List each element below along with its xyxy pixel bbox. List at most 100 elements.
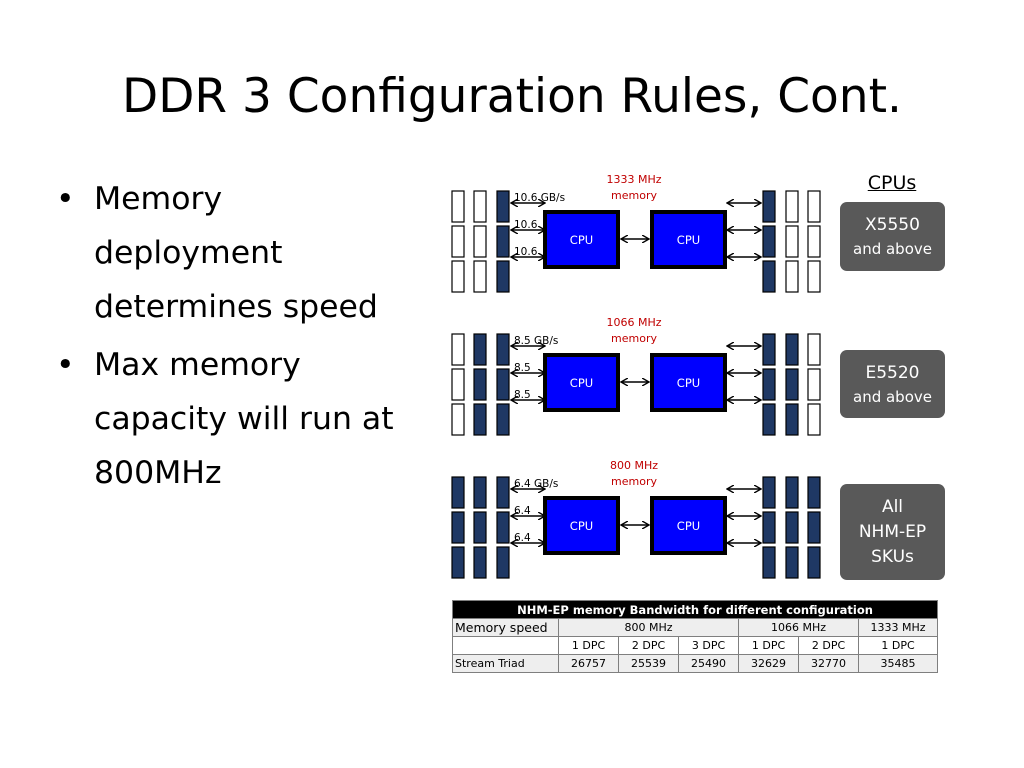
- table-row: Stream Triad 26757 25539 25490 32629 327…: [452, 654, 939, 673]
- dimm-slot: [496, 511, 510, 544]
- dimm-slot: [762, 225, 776, 258]
- dimm-slot: [807, 225, 821, 258]
- dimm-slot: [807, 190, 821, 223]
- cpu-badge-all: All NHM-EP SKUs: [840, 484, 945, 580]
- dimm-slot: [762, 511, 776, 544]
- bandwidth-label: 8.5: [514, 362, 531, 374]
- dimm-slot: [807, 476, 821, 509]
- bullet-list: • Memory deployment determines speed • M…: [52, 172, 412, 504]
- bandwidth-label: 6.4 GB/s: [514, 478, 558, 490]
- dimm-slot: [762, 368, 776, 401]
- cpu-box: [650, 210, 727, 269]
- cpu-label: CPU: [677, 233, 700, 247]
- dimm-slot: [762, 476, 776, 509]
- table-cell: 32629: [738, 654, 799, 673]
- memory-speed-label: 800 MHz: [610, 459, 658, 472]
- dimm-slot: [451, 260, 465, 293]
- bandwidth-label: 6.4: [514, 505, 531, 517]
- table-row-label: Memory speed: [452, 618, 559, 637]
- bandwidth-label: 10.6: [514, 219, 538, 231]
- table-cell: 32770: [798, 654, 859, 673]
- cpu-box: [650, 496, 727, 555]
- bullet-item: • Max memory capacity will run at 800MHz: [52, 338, 412, 500]
- dimm-slot: [473, 476, 487, 509]
- dimm-slot: [762, 260, 776, 293]
- dimm-slot: [762, 190, 776, 223]
- table-row: Memory speed 800 MHz 1066 MHz 1333 MHz: [452, 618, 939, 637]
- bandwidth-label: 8.5 GB/s: [514, 335, 558, 347]
- dimm-slot: [785, 546, 799, 579]
- dimm-slot: [807, 368, 821, 401]
- dimm-slot: [473, 368, 487, 401]
- bullet-text: Memory deployment determines speed: [94, 181, 378, 325]
- memory-speed-label: 1066 MHz: [606, 316, 661, 329]
- bullet-dot-icon: •: [56, 181, 75, 217]
- cpu-badge-model: E5520: [865, 362, 920, 383]
- dimm-slot: [496, 190, 510, 223]
- bullet-dot-icon: •: [56, 347, 75, 383]
- dimm-slot: [451, 190, 465, 223]
- bandwidth-label: 8.5: [514, 389, 531, 401]
- dimm-slot: [473, 225, 487, 258]
- dimm-slot: [785, 333, 799, 366]
- cpu-box: [543, 353, 620, 412]
- dimm-slot: [762, 333, 776, 366]
- dimm-slot: [451, 511, 465, 544]
- dimm-slot: [807, 511, 821, 544]
- cpu-badge-qualifier: and above: [853, 387, 932, 406]
- cpu-badge-qualifier: and above: [853, 240, 932, 258]
- memory-speed-label: memory: [611, 332, 657, 345]
- dimm-slot: [473, 511, 487, 544]
- dimm-slot: [496, 260, 510, 293]
- cpu-badge-model: X5550: [865, 215, 920, 235]
- cpu-badge-e5520: E5520 and above: [840, 350, 945, 418]
- table-cell: 1 DPC: [857, 636, 939, 655]
- cpu-badge-x5550: X5550 and above: [840, 202, 945, 271]
- dimm-slot: [451, 546, 465, 579]
- memory-speed-label: memory: [611, 189, 657, 202]
- dimm-slot: [473, 403, 487, 436]
- table-caption-row: NHM-EP memory Bandwidth for different co…: [451, 600, 939, 619]
- dimm-slot: [451, 333, 465, 366]
- slide-title: DDR 3 Configuration Rules, Cont.: [122, 69, 902, 124]
- cpu-label: CPU: [570, 233, 593, 247]
- dimm-slot: [473, 260, 487, 293]
- dimm-slot: [496, 403, 510, 436]
- cpu-box: [543, 210, 620, 269]
- dimm-slot: [807, 260, 821, 293]
- table-cell: 2 DPC: [618, 636, 679, 655]
- dimm-slot: [807, 546, 821, 579]
- cpus-header: CPUs: [867, 172, 917, 194]
- cpu-badge-qualifier-line: NHM-EP: [858, 521, 927, 542]
- dimm-slot: [785, 225, 799, 258]
- table-cell: 800 MHz: [558, 618, 739, 637]
- cpu-box: [650, 353, 727, 412]
- dimm-slot: [451, 476, 465, 509]
- dimm-slot: [807, 333, 821, 366]
- table-cell: 26757: [558, 654, 619, 673]
- dimm-slot: [496, 476, 510, 509]
- bandwidth-label: 10.6: [514, 246, 538, 258]
- table-row: 1 DPC 2 DPC 3 DPC 1 DPC 2 DPC 1 DPC: [452, 636, 939, 655]
- dimm-slot: [473, 333, 487, 366]
- cpu-label: CPU: [677, 519, 700, 533]
- bullet-item: • Memory deployment determines speed: [52, 172, 412, 334]
- cpu-label: CPU: [677, 376, 700, 390]
- bandwidth-label: 6.4: [514, 532, 531, 544]
- dimm-slot: [451, 368, 465, 401]
- dimm-slot: [807, 403, 821, 436]
- dimm-slot: [785, 403, 799, 436]
- table-caption: NHM-EP memory Bandwidth for different co…: [451, 600, 939, 619]
- dimm-slot: [785, 190, 799, 223]
- dimm-slot: [785, 368, 799, 401]
- dimm-slot: [496, 225, 510, 258]
- cpu-box: [543, 496, 620, 555]
- table-row-label: Stream Triad: [452, 654, 559, 673]
- cpu-label: CPU: [570, 519, 593, 533]
- table-cell: 35485: [857, 654, 939, 673]
- cpu-badge-qualifier-line: SKUs: [871, 546, 914, 567]
- memory-speed-label: memory: [611, 475, 657, 488]
- dimm-slot: [762, 546, 776, 579]
- table-cell: 2 DPC: [798, 636, 859, 655]
